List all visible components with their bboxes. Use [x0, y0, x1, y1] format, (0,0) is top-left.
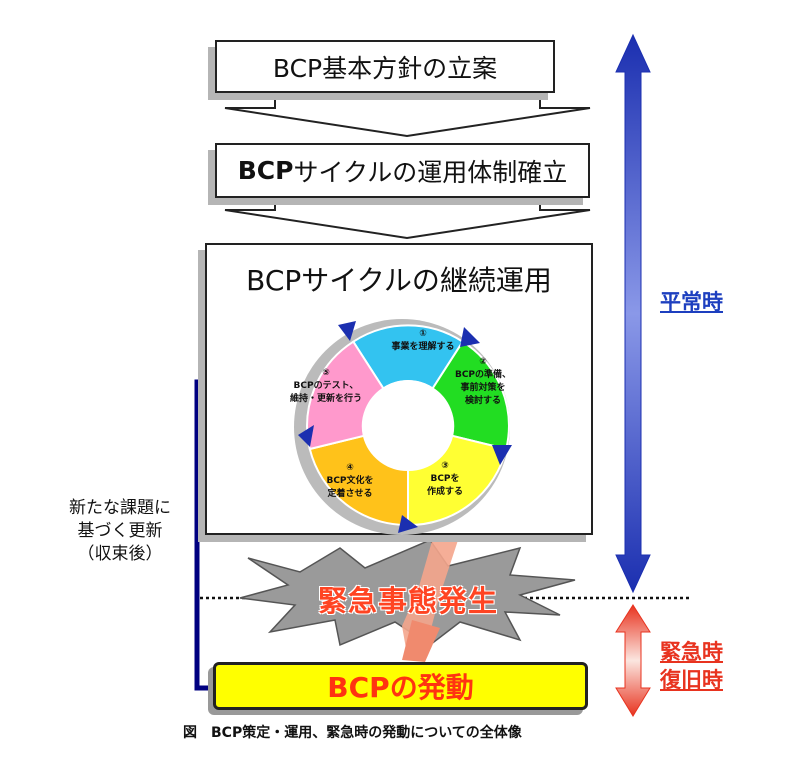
- cycle-label-1-text: 事業を理解する: [391, 342, 455, 352]
- step-bcp-cycle-system: BCP サイクルの運用体制確立: [215, 143, 590, 198]
- bcp-cycle-donut: [294, 319, 512, 535]
- cycle-label-3: ③ BCPを 作成する: [410, 460, 480, 499]
- cycle-label-1: ① 事業を理解する: [378, 328, 468, 354]
- cycle-label-3-text2: 作成する: [426, 487, 463, 497]
- cycle-label-2-num: ②: [479, 357, 487, 367]
- cycle-label-4-text1: BCP文化を: [326, 476, 374, 486]
- normal-period-label: 平常時: [660, 290, 723, 314]
- down-chevron-1: [224, 94, 591, 138]
- emergency-burst: [239, 539, 576, 647]
- step-bcp-cycle-system-label: サイクルの運用体制確立: [293, 157, 568, 187]
- update-note-line3: （収束後）: [77, 544, 163, 564]
- normal-period-arrow: [615, 33, 651, 594]
- update-note-line2: 基づく更新: [77, 521, 163, 541]
- step-bcp-policy: BCP基本方針の立案: [215, 40, 555, 93]
- update-note-line1: 新たな課題に: [69, 498, 171, 518]
- cycle-label-2-text1: BCPの準備、: [454, 370, 512, 380]
- bcp-cycle-title: BCPサイクルの継続運用: [246, 264, 552, 297]
- cycle-segment-4: [308, 434, 409, 527]
- cycle-label-2-text3: 検討する: [464, 396, 501, 406]
- cycle-label-5-text1: BCPのテスト、: [293, 381, 359, 391]
- figure-caption: 図 BCP策定・運用、緊急時の発動についての全体像: [183, 725, 522, 741]
- step-bcp-policy-label: BCP基本方針の立案: [272, 53, 498, 83]
- cycle-label-5: ⑤ BCPのテスト、 維持・更新を行う: [276, 367, 376, 406]
- step-bcp-cycle-system-prefix: BCP: [237, 156, 294, 185]
- emergency-event-text: 緊急事態発生: [318, 584, 499, 618]
- cycle-label-3-text1: BCPを: [430, 474, 460, 484]
- cycle-label-2: ② BCPの準備、 事前対策を 検討する: [443, 356, 523, 408]
- cycle-arrow-4: [298, 425, 314, 447]
- update-note: 新たな課題に 基づく更新 （収束後）: [55, 497, 185, 566]
- trigger-arrow-lower: [402, 620, 440, 662]
- bcp-activation-label: BCPの発動: [327, 671, 474, 704]
- cycle-label-3-num: ③: [441, 461, 449, 471]
- emergency-label: 緊急時: [660, 640, 723, 664]
- cycle-label-2-text2: 事前対策を: [460, 383, 506, 393]
- cycle-segment-3: [407, 434, 508, 527]
- down-chevron-2: [224, 199, 591, 240]
- cycle-label-4-text2: 定着させる: [327, 489, 373, 499]
- cycle-label-5-text2: 維持・更新を行う: [289, 394, 362, 404]
- recovery-label: 復旧時: [660, 668, 723, 692]
- cycle-arrow-3: [398, 515, 418, 533]
- bcp-activation-box: BCPの発動: [213, 662, 588, 710]
- cycle-label-1-num: ①: [419, 329, 427, 339]
- cycle-arrow-2: [492, 445, 512, 465]
- cycle-label-4: ④ BCP文化を 定着させる: [310, 462, 390, 501]
- cycle-label-4-num: ④: [346, 463, 354, 473]
- emergency-period-arrow: [615, 604, 651, 717]
- cycle-arrow-1: [460, 327, 480, 347]
- cycle-arrow-5: [338, 321, 356, 341]
- cycle-label-5-num: ⑤: [322, 368, 330, 378]
